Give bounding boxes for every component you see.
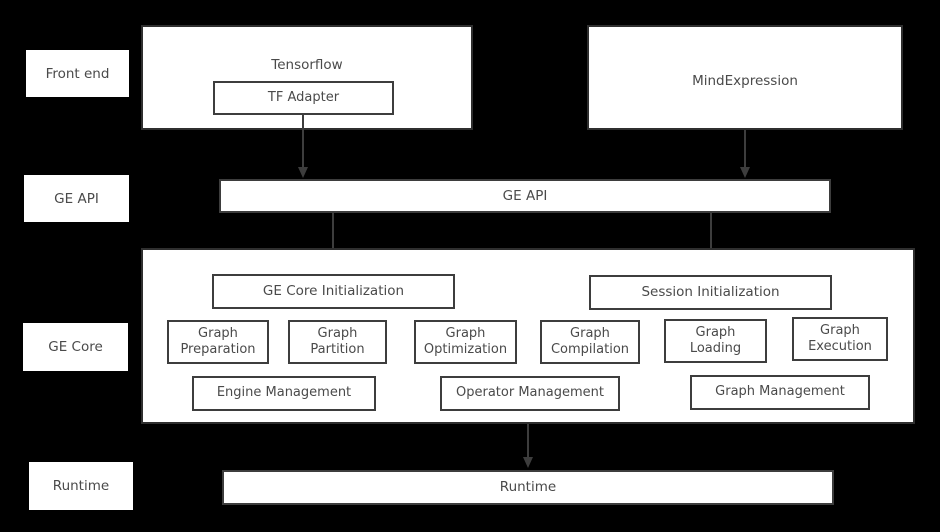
ge-api-bar-label: GE API [502, 187, 548, 204]
arrow-shaft [744, 130, 746, 167]
graph-execution-label: Graph Execution [808, 322, 872, 354]
stage-label-runtime: Runtime [29, 462, 133, 510]
session-initialization-label: Session Initialization [641, 284, 780, 301]
operator-management-label: Operator Management [456, 385, 604, 401]
stage-label-runtime-text: Runtime [52, 478, 110, 494]
tf-adapter-box[interactable]: TF Adapter [213, 81, 394, 115]
arrow-shaft [527, 424, 529, 457]
stage-label-front-end: Front end [26, 50, 129, 97]
graph-compilation-box[interactable]: Graph Compilation [540, 320, 640, 364]
graph-preparation-label: Graph Preparation [180, 325, 256, 357]
runtime-bar-label: Runtime [499, 479, 557, 496]
arrow-shaft [302, 115, 304, 167]
ge-api-bar[interactable]: GE API [219, 179, 831, 213]
graph-loading-box[interactable]: Graph Loading [664, 319, 767, 363]
tensorflow-panel-title: Tensorflow [271, 57, 343, 73]
graph-execution-box[interactable]: Graph Execution [792, 317, 888, 361]
operator-management-box[interactable]: Operator Management [440, 376, 620, 411]
engine-management-label: Engine Management [216, 385, 352, 401]
graph-management-box[interactable]: Graph Management [690, 375, 870, 410]
graph-optimization-label: Graph Optimization [423, 325, 508, 357]
graph-management-label: Graph Management [715, 384, 845, 400]
ge-core-initialization-label: GE Core Initialization [262, 283, 405, 300]
graph-preparation-box[interactable]: Graph Preparation [167, 320, 269, 364]
graph-loading-label: Graph Loading [689, 324, 742, 356]
arrow-shaft [332, 213, 334, 264]
runtime-bar[interactable]: Runtime [222, 470, 834, 505]
graph-optimization-box[interactable]: Graph Optimization [414, 320, 517, 364]
tf-adapter-label: TF Adapter [267, 89, 340, 105]
session-initialization-box[interactable]: Session Initialization [589, 275, 832, 310]
stage-label-front-end-text: Front end [45, 65, 110, 82]
mindexpression-panel-title: MindExpression [692, 73, 798, 89]
graph-compilation-label: Graph Compilation [550, 325, 630, 357]
arrow-head [740, 167, 750, 178]
graph-partition-label: Graph Partition [310, 325, 365, 357]
stage-label-ge-core: GE Core [23, 323, 128, 371]
arrow-shaft [710, 213, 712, 265]
arrow-head [523, 457, 533, 468]
stage-label-ge-core-text: GE Core [48, 339, 103, 355]
stage-label-ge-api: GE API [24, 175, 129, 222]
arrow-head [298, 167, 308, 178]
stage-label-ge-api-text: GE API [54, 190, 99, 207]
mindexpression-panel: MindExpression [587, 25, 903, 130]
engine-management-box[interactable]: Engine Management [192, 376, 376, 411]
ge-core-initialization-box[interactable]: GE Core Initialization [212, 274, 455, 309]
graph-partition-box[interactable]: Graph Partition [288, 320, 387, 364]
